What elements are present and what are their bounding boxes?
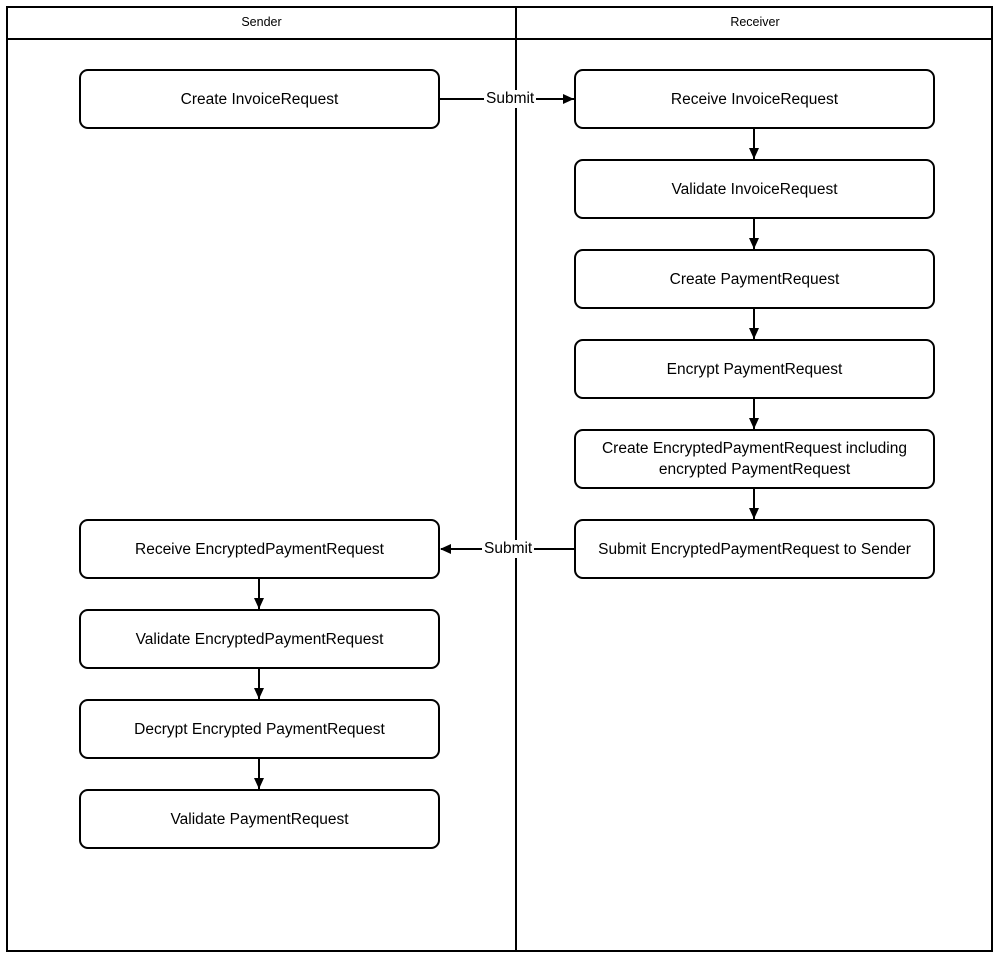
- edge-label-submit-to-sender: Submit: [482, 540, 535, 558]
- node-create-invoice-request[interactable]: Create InvoiceRequest: [79, 69, 440, 129]
- node-encrypt-payment-request[interactable]: Encrypt PaymentRequest: [574, 339, 935, 399]
- node-validate-invoice-request[interactable]: Validate InvoiceRequest: [574, 159, 935, 219]
- lane-title-sender: Sender: [241, 15, 282, 29]
- lane-title-receiver: Receiver: [730, 15, 780, 29]
- arrowhead-create-encrypted-to-submit: [748, 508, 759, 519]
- edge-submit-to-receiver-arrowhead: [563, 93, 574, 104]
- arrowhead-decrypt-to-validate-payment: [253, 778, 264, 789]
- arrowhead-validate-encrypted-to-decrypt: [253, 688, 264, 699]
- connector-receive-to-validate-encrypted: [258, 579, 260, 609]
- arrowhead-receive-to-validate-encrypted: [253, 598, 264, 609]
- connector-receive-to-validate-invoice: [753, 129, 755, 159]
- connector-encrypt-to-create-encrypted: [753, 399, 755, 429]
- lane-divider: [515, 6, 517, 952]
- node-receive-encrypted-payment-request[interactable]: Receive EncryptedPaymentRequest: [79, 519, 440, 579]
- arrowhead-validate-invoice-to-create-payment: [748, 238, 759, 249]
- arrowhead-encrypt-to-create-encrypted: [748, 418, 759, 429]
- connector-create-encrypted-to-submit: [753, 489, 755, 519]
- node-create-encrypted-payment-request[interactable]: Create EncryptedPaymentRequest including…: [574, 429, 935, 489]
- edge-label-submit-to-receiver: Submit: [484, 90, 537, 108]
- connector-validate-encrypted-to-decrypt: [258, 669, 260, 699]
- connector-validate-invoice-to-create-payment: [753, 219, 755, 249]
- node-validate-encrypted-payment-request[interactable]: Validate EncryptedPaymentRequest: [79, 609, 440, 669]
- arrowhead-receive-to-validate-invoice: [748, 148, 759, 159]
- node-receive-invoice-request[interactable]: Receive InvoiceRequest: [574, 69, 935, 129]
- lane-header-separator: [6, 38, 993, 40]
- connector-decrypt-to-validate-payment: [258, 759, 260, 789]
- node-validate-payment-request[interactable]: Validate PaymentRequest: [79, 789, 440, 849]
- diagram-frame: [6, 6, 993, 952]
- node-decrypt-encrypted-payment-request[interactable]: Decrypt Encrypted PaymentRequest: [79, 699, 440, 759]
- connector-create-to-encrypt-payment: [753, 309, 755, 339]
- node-submit-encrypted-payment-request[interactable]: Submit EncryptedPaymentRequest to Sender: [574, 519, 935, 579]
- edge-submit-to-sender-arrowhead: [440, 543, 451, 554]
- node-create-payment-request[interactable]: Create PaymentRequest: [574, 249, 935, 309]
- arrowhead-create-to-encrypt-payment: [748, 328, 759, 339]
